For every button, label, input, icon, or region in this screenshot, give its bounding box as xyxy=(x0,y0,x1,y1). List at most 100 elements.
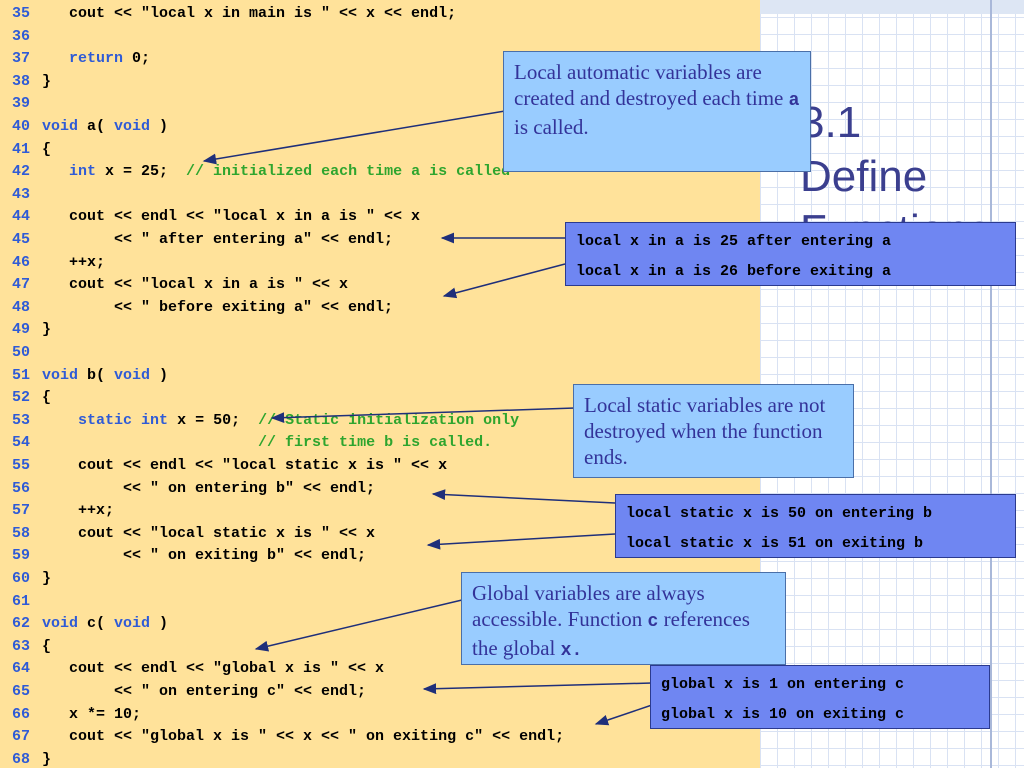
code-text: { xyxy=(42,389,52,407)
code-comment: // first time b is called. xyxy=(258,434,493,452)
line-number: 48 xyxy=(11,298,30,316)
code-line: 38} xyxy=(0,71,51,93)
code-text xyxy=(132,412,141,429)
code-text: cout << "local x in main is " << x << en… xyxy=(42,5,457,22)
line-number: 62 xyxy=(11,615,30,633)
code-text: b( xyxy=(78,366,115,384)
code-text: { xyxy=(42,637,52,655)
code-text: a( xyxy=(78,118,115,135)
line-number: 40 xyxy=(11,118,30,135)
line-number: 68 xyxy=(11,750,30,768)
code-line: 64 cout << endl << "global x is " << x xyxy=(0,658,384,680)
code-line: 65 << " on entering c" << endl; xyxy=(0,681,366,703)
line-number: 41 xyxy=(11,140,30,158)
line-number: 37 xyxy=(11,50,30,68)
code-text xyxy=(42,50,69,67)
code-line: 43 xyxy=(0,184,42,206)
code-text: ++x; xyxy=(42,253,106,271)
code-keyword: void xyxy=(114,118,151,135)
code-comment: // Static initialization only xyxy=(258,411,520,429)
code-text: << " on entering b" << endl; xyxy=(42,479,376,497)
code-line: 41 { xyxy=(0,139,51,161)
code-line: 52 { xyxy=(0,387,51,409)
code-line: 36 xyxy=(0,26,42,48)
code-line: 51 void b( void ) xyxy=(0,365,168,387)
line-number: 42 xyxy=(11,163,30,181)
code-comment: // initialized each time a is called xyxy=(186,163,511,181)
code-text xyxy=(42,434,258,451)
line-number: 58 xyxy=(11,524,30,542)
code-text xyxy=(42,412,78,429)
code-text: x = 50; xyxy=(168,411,259,429)
line-number: 59 xyxy=(11,547,30,565)
line-number: 44 xyxy=(11,208,30,226)
code-text: ) xyxy=(150,366,169,384)
output-line: local x in a is 25 after entering a xyxy=(576,233,892,250)
code-text: cout << "local static x is " << x xyxy=(42,524,376,542)
callout-automatic-text-end: is called. xyxy=(514,115,589,139)
line-number: 43 xyxy=(11,185,30,203)
line-number: 56 xyxy=(11,479,30,497)
code-text: cout << "global x is " << x << " on exit… xyxy=(42,728,565,746)
code-text: } xyxy=(42,72,52,90)
code-keyword: void xyxy=(42,366,79,384)
code-text: } xyxy=(42,750,52,768)
code-line: 39 xyxy=(0,93,42,115)
callout-static-text: Local static variables are not destroyed… xyxy=(584,393,826,469)
callout-automatic-code: a xyxy=(788,91,800,111)
code-keyword: void xyxy=(114,615,151,633)
output-box-b: local static x is 50 on entering b local… xyxy=(615,494,1016,558)
code-text: } xyxy=(42,570,52,587)
background-grid-top-band xyxy=(760,0,1024,14)
callout-global-variables: Global variables are always accessible. … xyxy=(461,572,786,665)
callout-global-code-c: c xyxy=(647,612,659,632)
callout-automatic-variables: Local automatic variables are created an… xyxy=(503,51,811,172)
code-text: ) xyxy=(150,118,169,135)
code-line: 58 cout << "local static x is " << x xyxy=(0,523,375,545)
code-keyword: void xyxy=(42,118,79,135)
output-box-c: global x is 1 on entering c global x is … xyxy=(650,665,990,729)
code-line: 60} xyxy=(0,568,51,590)
code-line: 66 x *= 10; xyxy=(0,704,141,726)
output-line: global x is 1 on entering c xyxy=(661,676,905,693)
callout-static-variables: Local static variables are not destroyed… xyxy=(573,384,854,478)
line-number: 46 xyxy=(11,253,30,271)
code-text: x = 25; xyxy=(96,163,187,181)
line-number: 57 xyxy=(11,502,30,520)
code-text: << " on exiting b" << endl; xyxy=(42,547,367,565)
line-number: 60 xyxy=(11,570,30,587)
code-text: ++x; xyxy=(42,502,115,520)
background-grid-divider xyxy=(990,0,992,768)
code-line: 44 cout << endl << "local x in a is " <<… xyxy=(0,206,420,228)
code-text: << " after entering a" << endl; xyxy=(42,231,394,248)
output-line: local static x is 50 on entering b xyxy=(626,505,933,522)
line-number: 52 xyxy=(11,389,30,407)
code-line: 37 return 0; xyxy=(0,48,150,70)
line-number: 39 xyxy=(11,95,30,113)
code-line: 46 ++x; xyxy=(0,252,105,274)
line-number: 65 xyxy=(11,683,30,700)
output-line: local x in a is 26 before exiting a xyxy=(576,263,892,280)
code-line: 59 << " on exiting b" << endl; xyxy=(0,545,366,567)
code-line: 42 int x = 25; // initialized each time … xyxy=(0,161,510,183)
code-keyword: void xyxy=(114,366,151,384)
code-text: ) xyxy=(150,615,169,633)
line-number: 45 xyxy=(11,231,30,248)
code-line: 56 << " on entering b" << endl; xyxy=(0,478,375,500)
code-line: 40 void a( void ) xyxy=(0,116,168,138)
line-number: 51 xyxy=(11,366,30,384)
code-keyword: void xyxy=(42,615,79,633)
output-line: global x is 10 on exiting c xyxy=(661,706,905,723)
code-keyword: static xyxy=(78,411,133,429)
code-text: } xyxy=(42,321,52,339)
callout-global-code-x: x. xyxy=(560,641,583,661)
line-number: 61 xyxy=(11,592,30,610)
line-number: 54 xyxy=(11,434,30,452)
code-line: 67 cout << "global x is " << x << " on e… xyxy=(0,726,564,748)
code-line: 57 ++x; xyxy=(0,500,114,522)
code-line: 54 // first time b is called. xyxy=(0,432,492,454)
code-line: 68} xyxy=(0,749,51,771)
code-text: { xyxy=(42,140,52,158)
callout-automatic-text: Local automatic variables are created an… xyxy=(514,60,789,110)
